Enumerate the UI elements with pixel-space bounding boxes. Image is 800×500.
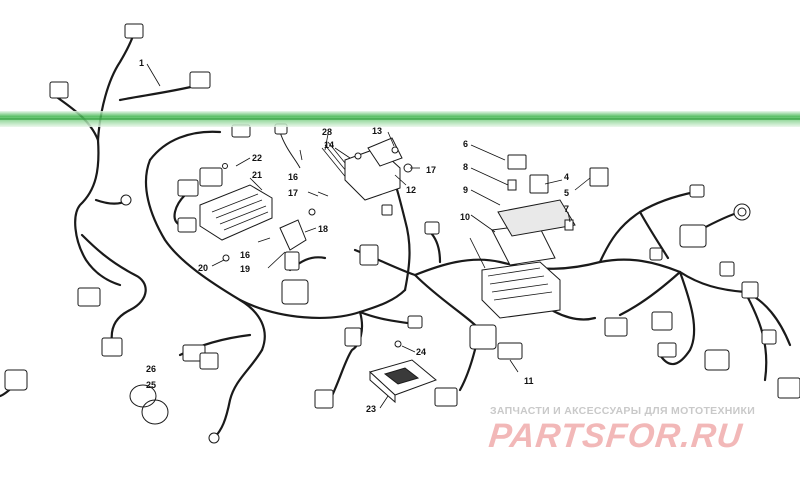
callout-25: 25: [146, 380, 156, 390]
callout-8: 8: [463, 162, 468, 172]
callout-10: 10: [460, 212, 470, 222]
callout-18: 18: [318, 224, 328, 234]
scan-glitch-band: [0, 111, 800, 127]
callout-22: 22: [252, 153, 262, 163]
relays: [507, 154, 609, 231]
callout-19: 19: [240, 264, 250, 274]
control-module: [369, 340, 437, 404]
watermark-subtitle: ЗАПЧАСТИ И АКСЕССУАРЫ ДЛЯ МОТОТЕХНИКИ: [490, 405, 756, 417]
callout-12: 12: [406, 185, 416, 195]
callout-26: 26: [146, 364, 156, 374]
callout-16-bottom: 16: [240, 250, 250, 260]
callout-5: 5: [564, 188, 569, 198]
callout-21: 21: [252, 170, 262, 180]
main-harness: [0, 34, 792, 440]
callout-labels: 1 4 5 6 7 8 9 10 11 12 13 14 16 16 17 17…: [139, 58, 569, 414]
connectors: [4, 23, 800, 444]
callout-20: 20: [198, 263, 208, 273]
leader-lines: [146, 63, 591, 409]
callout-1: 1: [139, 58, 144, 68]
clamps: [129, 384, 169, 425]
callout-7: 7: [564, 204, 569, 214]
voltage-regulator: [199, 163, 273, 241]
callout-28: 28: [322, 127, 332, 137]
callout-11: 11: [524, 376, 534, 386]
callout-23: 23: [366, 404, 376, 414]
callout-14: 14: [324, 140, 334, 150]
callout-16-top: 16: [288, 172, 298, 182]
callout-17-right: 17: [426, 165, 436, 175]
callout-9: 9: [463, 185, 468, 195]
callout-13: 13: [372, 126, 382, 136]
fuse-box: [481, 199, 576, 319]
callout-6: 6: [463, 139, 468, 149]
watermark-brand: PARTSFOR.RU: [487, 417, 745, 455]
callout-24: 24: [416, 347, 426, 357]
callout-17-left: 17: [288, 188, 298, 198]
callout-4: 4: [564, 172, 569, 182]
